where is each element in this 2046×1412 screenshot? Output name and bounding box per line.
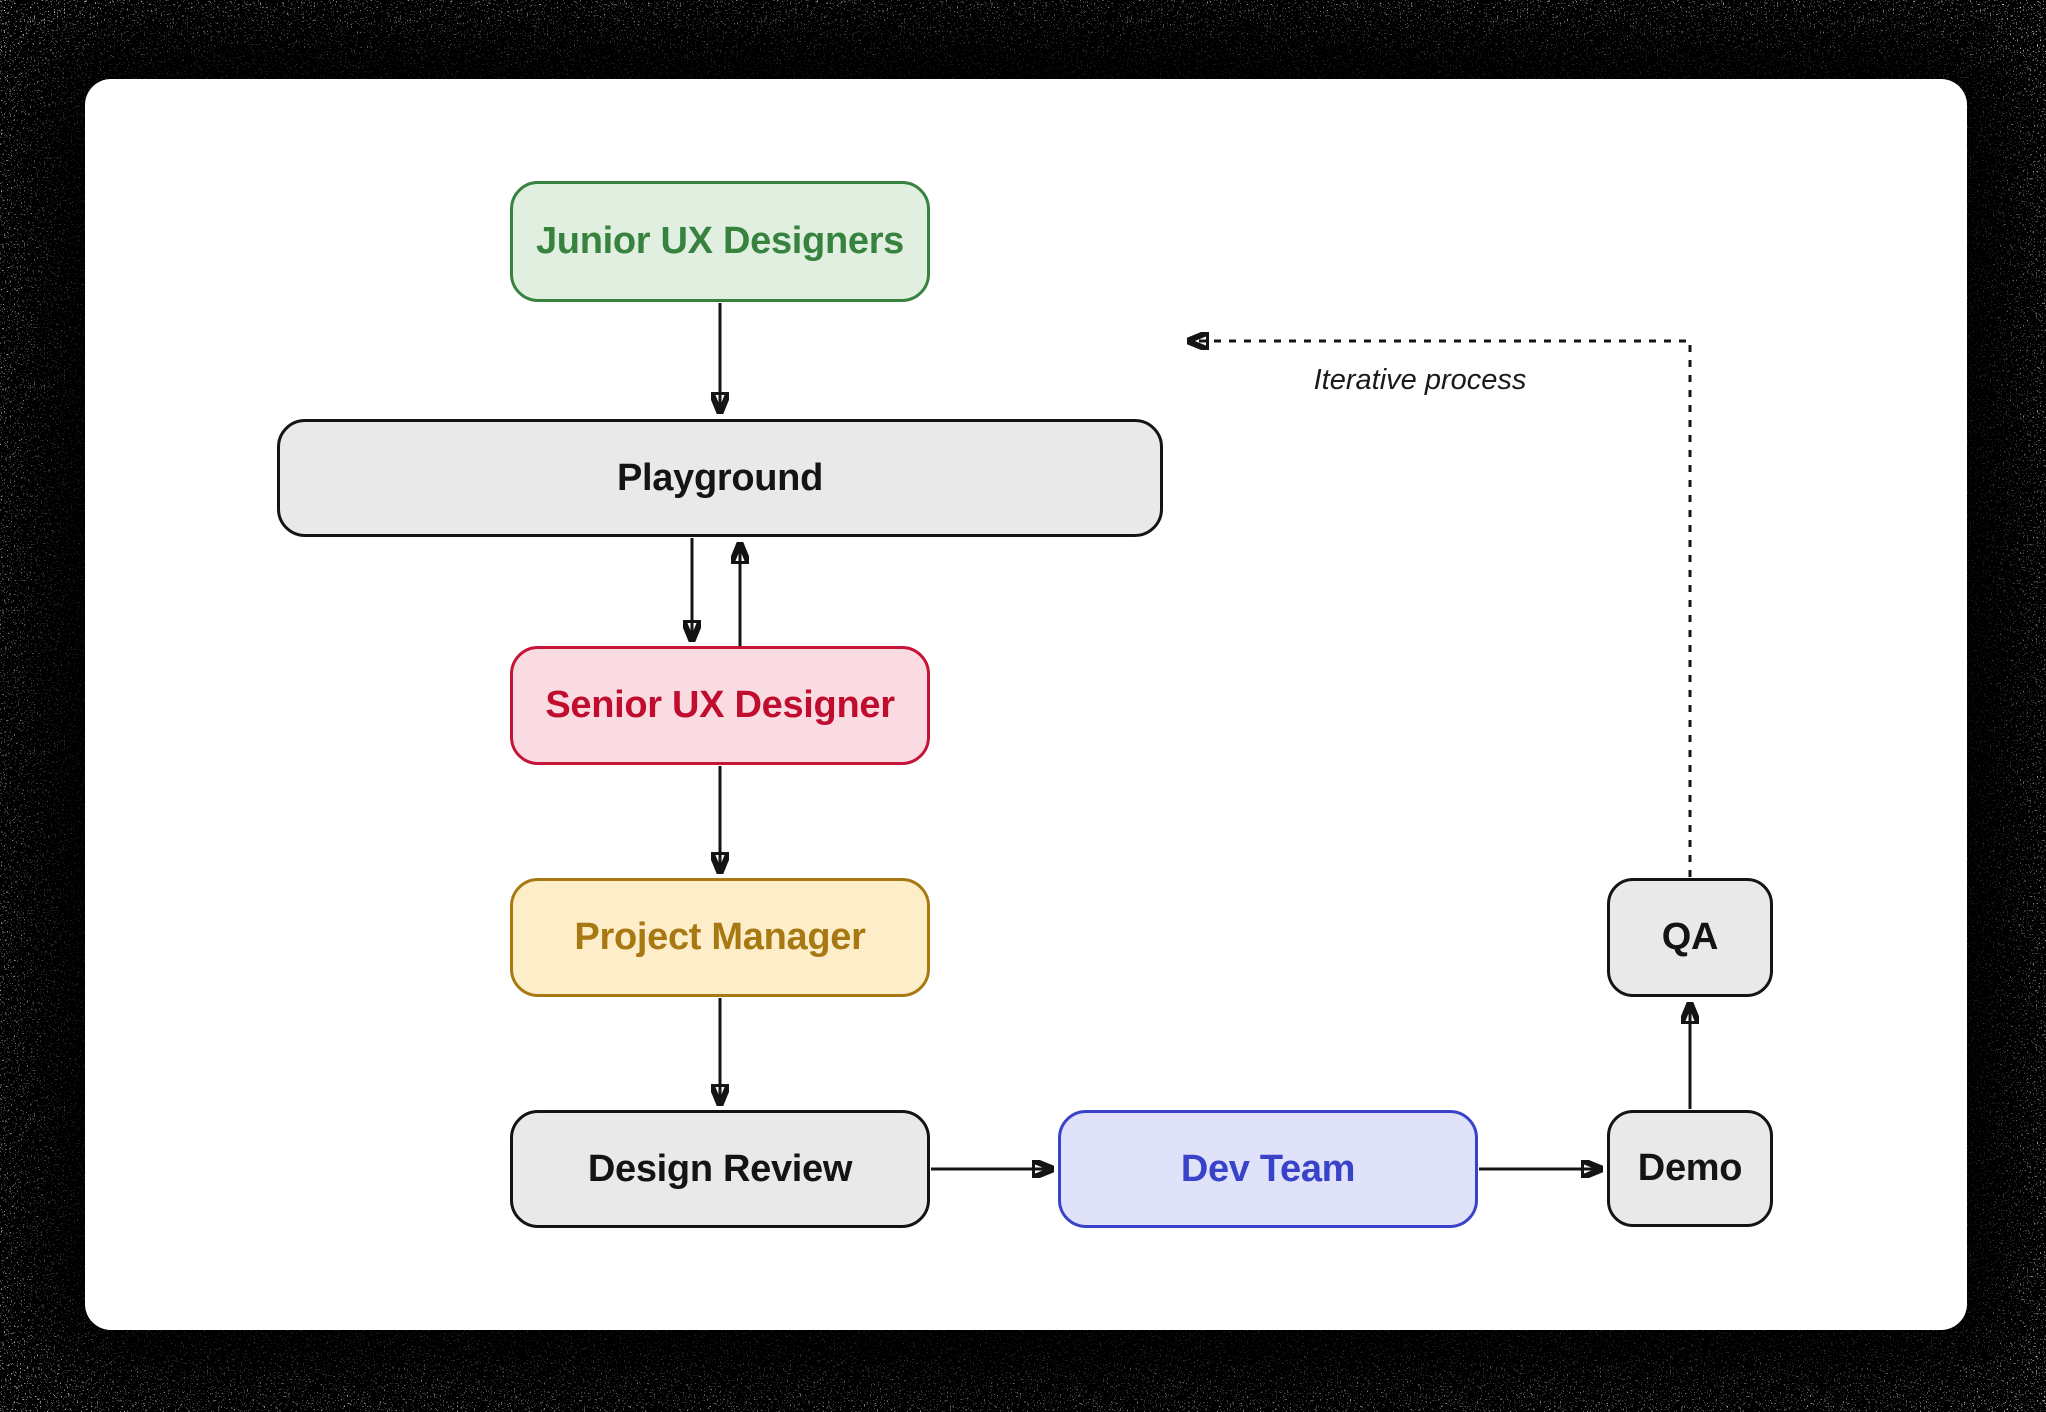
node-label: Playground <box>616 456 824 499</box>
node-playground[interactable]: Playground <box>277 419 1163 537</box>
node-label: QA <box>1661 916 1719 958</box>
node-design-review[interactable]: Design Review <box>510 1110 930 1228</box>
node-label: Design Review <box>587 1147 853 1190</box>
node-demo[interactable]: Demo <box>1607 1110 1773 1227</box>
iterative-process-label: Iterative process <box>1313 364 1527 396</box>
node-label: Senior UX Designer <box>545 684 895 726</box>
node-label: Junior UX Designers <box>535 220 905 262</box>
node-label: Dev Team <box>1180 1147 1356 1190</box>
node-junior-ux-designers[interactable]: Junior UX Designers <box>510 181 930 302</box>
node-senior-ux-designer[interactable]: Senior UX Designer <box>510 646 930 765</box>
node-label: Demo <box>1637 1147 1743 1189</box>
node-dev-team[interactable]: Dev Team <box>1058 1110 1478 1228</box>
node-label: Project Manager <box>574 916 866 958</box>
node-qa[interactable]: QA <box>1607 878 1773 997</box>
node-project-manager[interactable]: Project Manager <box>510 878 930 997</box>
